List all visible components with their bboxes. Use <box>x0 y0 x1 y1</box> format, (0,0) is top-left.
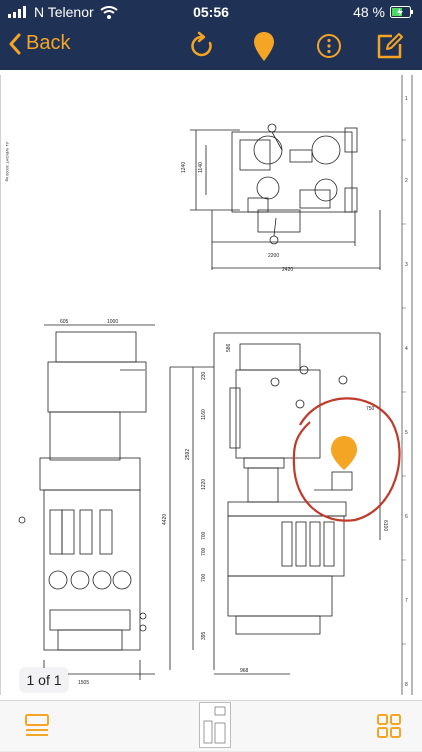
dimension-label: 4420 <box>162 514 168 525</box>
dimension-label: 1000 <box>107 319 118 325</box>
dimension-label: 1220 <box>201 479 207 490</box>
dimension-label: 968 <box>240 668 249 674</box>
status-time: 05:56 <box>193 4 229 20</box>
scale-label: 7 <box>405 598 408 604</box>
dimension-label: 750 <box>366 406 375 412</box>
dimension-label: 700 <box>201 547 207 556</box>
location-pin-icon[interactable] <box>253 31 275 63</box>
battery-icon <box>390 6 413 18</box>
dimension-label: 230 <box>201 371 207 380</box>
dimension-label: 1240 <box>181 162 187 173</box>
list-view-icon[interactable] <box>24 713 50 739</box>
thumbnail-preview <box>203 706 226 744</box>
more-options-icon[interactable] <box>315 31 343 61</box>
location-marker-icon[interactable] <box>331 436 357 470</box>
dimension-label: 1505 <box>78 680 89 686</box>
side-view: 4420 2592 230 1160 1220 700 700 700 395 … <box>162 332 388 675</box>
battery-percent: 48 % <box>353 4 385 20</box>
wifi-icon <box>100 5 118 19</box>
refresh-icon[interactable] <box>188 31 216 61</box>
top-view: 1240 1140 2200 2420 <box>181 123 381 273</box>
chevron-left-icon <box>9 33 21 54</box>
dimension-label: 2420 <box>282 267 293 273</box>
dimension-label: 586 <box>226 343 232 352</box>
dimension-label: 2592 <box>185 449 191 460</box>
back-label: Back <box>26 32 71 54</box>
scale-label: 6 <box>405 514 408 520</box>
status-bar: N Telenor 05:56 48 % <box>0 0 422 24</box>
weight-note: AL WEIGHT 30000 kg <box>5 142 10 181</box>
edit-icon[interactable] <box>375 31 405 61</box>
navigation-bar: Back <box>0 24 422 70</box>
scale-label: 8 <box>405 682 408 688</box>
dimension-label: 1160 <box>201 409 207 420</box>
dimension-label: 395 <box>201 631 207 640</box>
back-button[interactable]: Back <box>8 32 70 55</box>
document-view[interactable]: 1 2 3 4 5 6 7 8 AL WEIGHT 30000 kg 1240 … <box>0 70 422 700</box>
dimension-label: 605 <box>60 319 69 325</box>
scale-label: 2 <box>405 178 408 184</box>
grid-view-icon[interactable] <box>376 713 402 739</box>
page-thumbnail[interactable] <box>199 702 231 748</box>
dimension-label: 6100 <box>382 520 388 531</box>
front-view: 605 1000 1505 <box>18 319 155 686</box>
dimension-label: 2200 <box>268 253 279 259</box>
scale-label: 3 <box>405 262 408 268</box>
status-right: 48 % <box>353 4 414 20</box>
scale-label: 1 <box>405 96 408 102</box>
dimension-label: 700 <box>201 531 207 540</box>
scale-label: 4 <box>405 346 408 352</box>
dimension-label: 700 <box>201 573 207 582</box>
engineering-drawing: 1 2 3 4 5 6 7 8 AL WEIGHT 30000 kg 1240 … <box>0 75 413 695</box>
carrier-name: N Telenor <box>34 4 94 20</box>
red-annotation-circle <box>292 397 401 522</box>
scale-label: 5 <box>405 430 408 436</box>
signal-icon <box>8 6 26 18</box>
dimension-label: 1140 <box>198 162 204 173</box>
status-left: N Telenor <box>8 4 118 20</box>
page-indicator: 1 of 1 <box>20 668 68 692</box>
